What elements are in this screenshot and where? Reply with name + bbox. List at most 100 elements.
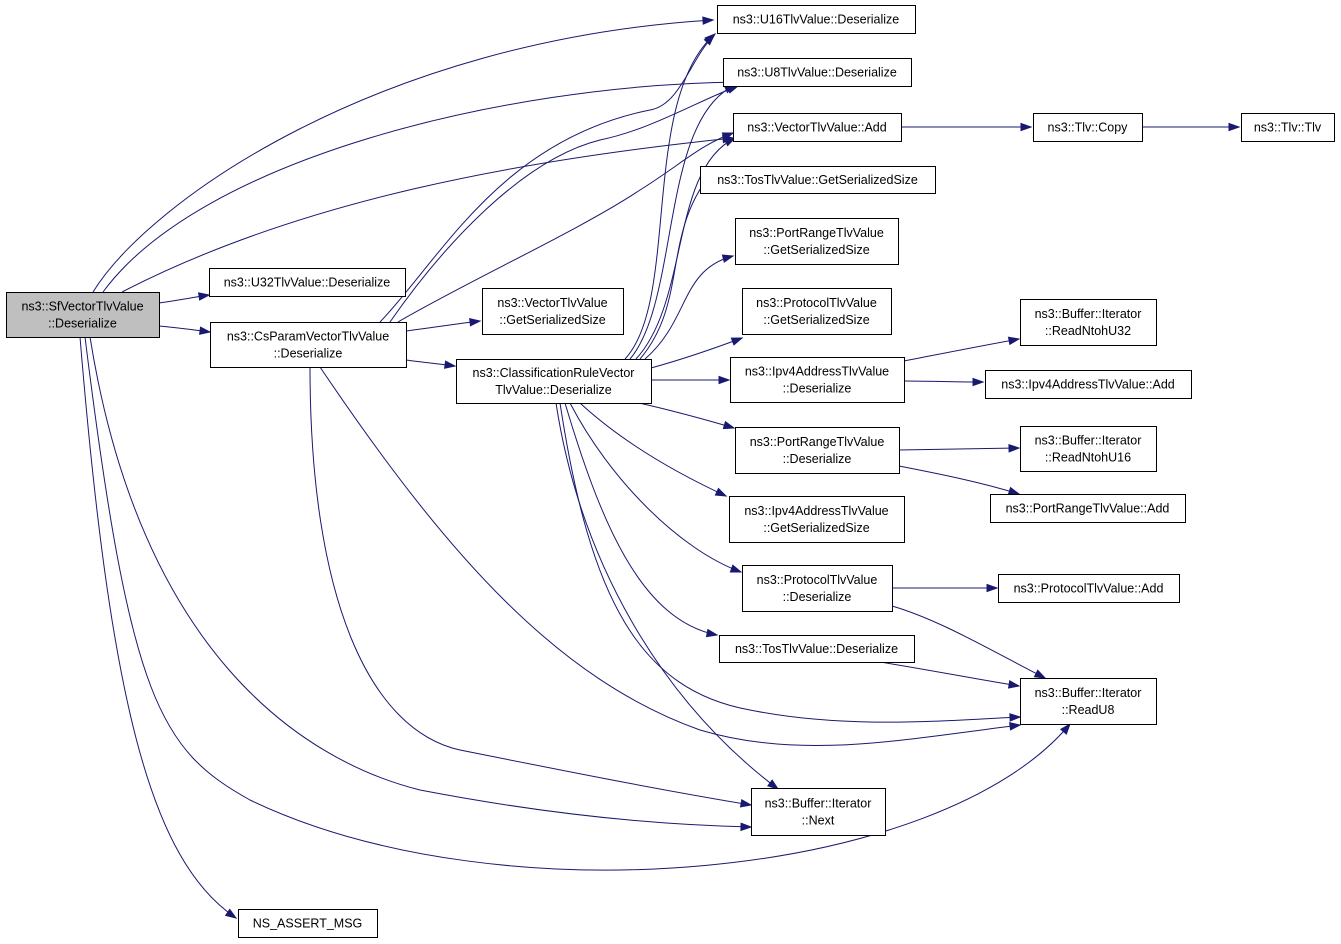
node-box — [1020, 426, 1157, 472]
node-sfvector[interactable]: ns3::SfVectorTlvValue::Deserialize — [6, 292, 160, 338]
arrowhead — [1020, 122, 1033, 132]
edge-line — [650, 337, 743, 369]
edge-line — [555, 402, 779, 790]
arrowhead — [739, 799, 753, 808]
node-label-line: ns3::ProtocolTlvValue::Add — [1014, 582, 1164, 596]
edge-classif-to-next — [555, 402, 780, 790]
node-label-line: ::Deserialize — [783, 590, 852, 604]
node-box — [735, 427, 900, 474]
arrowhead — [444, 360, 457, 369]
edge-line — [379, 34, 715, 323]
edge-classif-to-rd_u8 — [559, 402, 1022, 723]
node-pr_gss[interactable]: ns3::PortRangeTlvValue::GetSerializedSiz… — [735, 218, 899, 265]
node-box — [742, 288, 892, 335]
arrowhead — [730, 337, 744, 346]
node-box — [723, 58, 912, 87]
node-csparam[interactable]: ns3::CsParamVectorTlvValue::Deserialize — [210, 322, 407, 368]
node-box — [209, 268, 406, 297]
node-box — [482, 288, 624, 335]
node-box — [1241, 113, 1335, 142]
edge-sfvector-to-rd_u8 — [84, 336, 1071, 871]
edge-line — [624, 33, 716, 360]
arrowhead — [1059, 722, 1071, 735]
edge-classif-to-pr_gss — [644, 254, 735, 360]
node-pr_deser[interactable]: ns3::PortRangeTlvValue::Deserialize — [735, 427, 900, 474]
node-rd_u16[interactable]: ns3::Buffer::Iterator::ReadNtohU16 — [1020, 426, 1157, 472]
edge-line — [629, 84, 736, 360]
edge-csparam-to-vec_gss — [405, 317, 482, 332]
arrowhead — [1007, 680, 1021, 689]
edge-line — [319, 366, 1021, 747]
node-label-line: ns3::TosTlvValue::GetSerializedSize — [717, 173, 918, 187]
edge-line — [879, 661, 1020, 687]
edge-line — [569, 402, 742, 573]
arrowhead — [1008, 443, 1021, 453]
node-ipv4_gss[interactable]: ns3::Ipv4AddressTlvValue::GetSerializedS… — [729, 496, 905, 543]
arrowhead — [1033, 669, 1047, 679]
node-u32[interactable]: ns3::U32TlvValue::Deserialize — [209, 268, 406, 297]
node-label-line: ns3::Buffer::Iterator — [1035, 686, 1142, 700]
node-proto_gss[interactable]: ns3::ProtocolTlvValue::GetSerializedSize — [742, 288, 892, 335]
node-label-line: ::Deserialize — [48, 317, 117, 331]
edge-line — [79, 336, 237, 919]
node-label-line: ns3::U16TlvValue::Deserialize — [733, 13, 900, 27]
node-label-line: ns3::Ipv4AddressTlvValue::Add — [1001, 378, 1175, 392]
node-assert[interactable]: NS_ASSERT_MSG — [238, 909, 378, 938]
node-box — [729, 496, 905, 543]
node-ipv4_deser[interactable]: ns3::Ipv4AddressTlvValue::Deserialize — [730, 357, 905, 403]
edge-sfvector-to-u16 — [92, 16, 715, 293]
node-tos_deser[interactable]: ns3::TosTlvValue::Deserialize — [719, 635, 915, 663]
node-tlv_tlv[interactable]: ns3::Tlv::Tlv — [1241, 113, 1335, 142]
node-label-line: ns3::SfVectorTlvValue — [21, 300, 143, 314]
edge-line — [397, 132, 734, 323]
edge-classif-to-ipv4_deser — [650, 375, 731, 385]
edge-classif-to-pr_deser — [638, 402, 736, 430]
edge-pr_deser-to-pr_add — [898, 465, 1021, 496]
node-proto_add[interactable]: ns3::ProtocolTlvValue::Add — [998, 574, 1180, 603]
edge-line — [639, 167, 717, 360]
node-u16[interactable]: ns3::U16TlvValue::Deserialize — [717, 5, 916, 34]
node-next[interactable]: ns3::Buffer::Iterator::Next — [751, 788, 886, 836]
arrowhead — [986, 583, 999, 593]
node-label-line: ns3::Tlv::Copy — [1048, 121, 1129, 135]
edge-line — [644, 255, 734, 360]
node-classif[interactable]: ns3::ClassificationRuleVectorTlvValue::D… — [456, 359, 652, 404]
edge-sfvector-to-csparam — [158, 325, 212, 335]
node-tos_gss[interactable]: ns3::TosTlvValue::GetSerializedSize — [700, 166, 936, 194]
edge-line — [638, 402, 735, 429]
edge-csparam-to-next — [309, 366, 753, 808]
arrowhead — [469, 317, 482, 327]
edge-line — [898, 447, 1020, 451]
node-label-line: ::GetSerializedSize — [763, 313, 869, 327]
node-pr_add[interactable]: ns3::PortRangeTlvValue::Add — [990, 494, 1186, 523]
node-label-line: ns3::U8TlvValue::Deserialize — [737, 66, 897, 80]
node-label-line: ns3::Tlv::Tlv — [1254, 121, 1322, 135]
node-label-line: ns3::PortRangeTlvValue — [750, 435, 885, 449]
node-rd_u8[interactable]: ns3::Buffer::Iterator::ReadU8 — [1020, 678, 1157, 725]
edge-line — [89, 336, 752, 828]
edge-sfvector-to-assert — [79, 336, 238, 919]
arrowhead — [723, 137, 737, 147]
edge-line — [903, 338, 1020, 362]
node-label-line: ::ReadU8 — [1062, 703, 1115, 717]
node-vec_gss[interactable]: ns3::VectorTlvValue::GetSerializedSize — [482, 288, 624, 335]
node-tlv_copy[interactable]: ns3::Tlv::Copy — [1033, 113, 1143, 142]
node-vec_add[interactable]: ns3::VectorTlvValue::Add — [733, 113, 902, 142]
node-box — [985, 370, 1192, 399]
arrowhead — [729, 564, 743, 573]
node-u8[interactable]: ns3::U8TlvValue::Deserialize — [723, 58, 912, 87]
node-box — [210, 322, 407, 368]
node-proto_deser[interactable]: ns3::ProtocolTlvValue::Deserialize — [742, 565, 893, 612]
node-label-line: ns3::Buffer::Iterator — [1035, 434, 1142, 448]
arrowhead — [718, 375, 731, 385]
node-ipv4_add[interactable]: ns3::Ipv4AddressTlvValue::Add — [985, 370, 1192, 399]
node-label-line: ns3::VectorTlvValue — [497, 296, 607, 310]
node-label-line: ns3::Buffer::Iterator — [1035, 307, 1142, 321]
edge-line — [102, 81, 739, 293]
edge-line — [92, 19, 714, 293]
node-label-line: ::Next — [802, 814, 835, 828]
node-rd_u32[interactable]: ns3::Buffer::Iterator::ReadNtohU32 — [1020, 299, 1157, 346]
node-box — [1033, 113, 1143, 142]
edge-proto_deser-to-rd_u8 — [891, 605, 1047, 679]
arrowhead — [1007, 336, 1021, 346]
